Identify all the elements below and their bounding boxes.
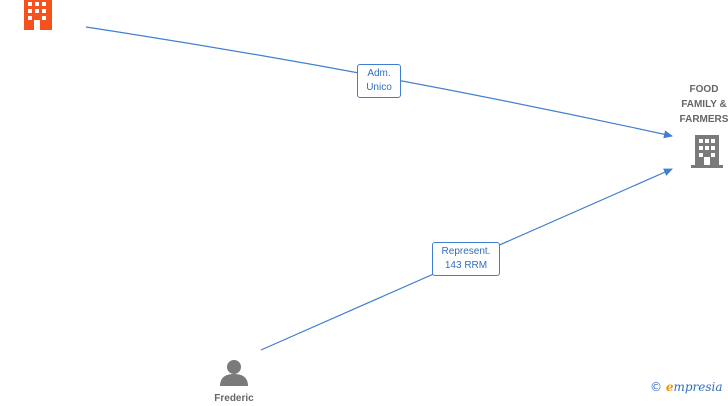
edge-label-adm-unico: Adm. Unico (357, 64, 401, 98)
edge-label-represent: Represent. 143 RRM (432, 242, 500, 276)
copyright-symbol: © (650, 380, 662, 394)
person-name: Frederic (214, 393, 254, 404)
company-name-line: FOOD (689, 84, 719, 95)
person-name-label[interactable]: Frederic (194, 391, 274, 406)
building-icon[interactable] (24, 0, 52, 30)
empresia-watermark: © empresia (650, 380, 723, 394)
edge-label-line: 143 RRM (444, 260, 488, 271)
company-name-line: FARMERS (679, 114, 728, 125)
building-icon[interactable] (691, 135, 723, 168)
edge-label-line: Represent. (441, 246, 491, 257)
person-icon[interactable] (220, 360, 248, 386)
edge-label-line: Adm. (367, 68, 391, 79)
brand-name: mpresia (673, 380, 723, 394)
brand-initial: e (665, 380, 674, 394)
edge-label-line: Unico (366, 82, 392, 93)
company-name-label[interactable]: FOOD FAMILY & FARMERS (664, 82, 728, 127)
company-name-line: FAMILY & (681, 99, 727, 110)
